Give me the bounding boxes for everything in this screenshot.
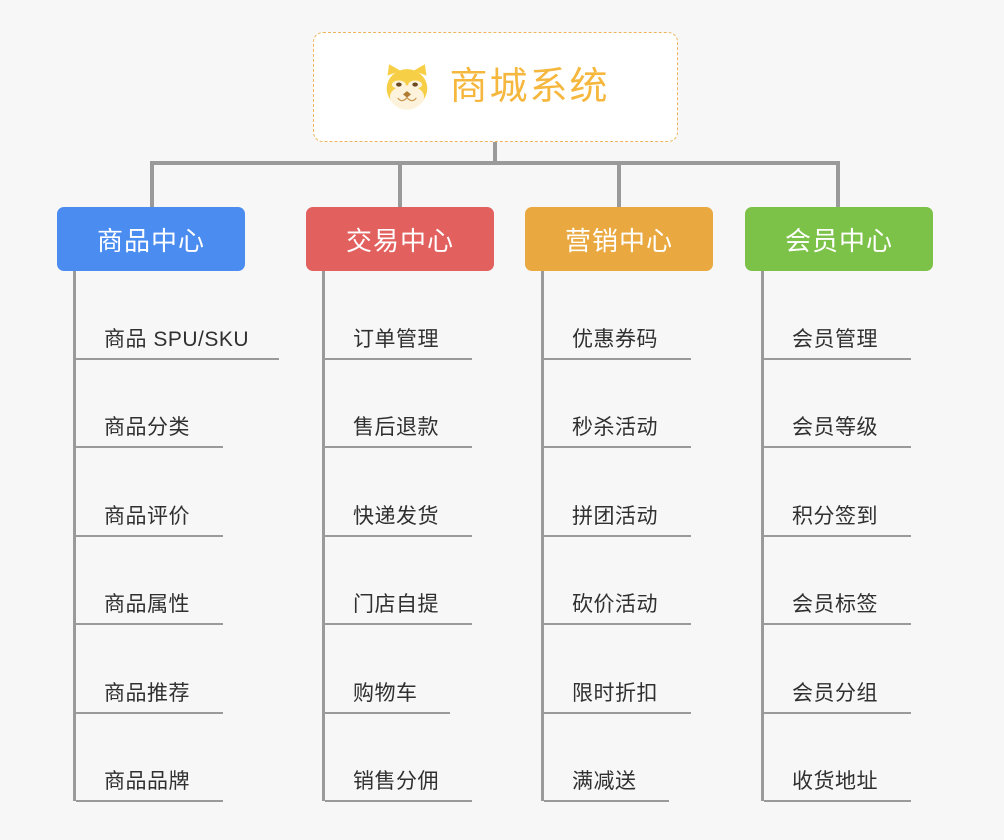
leaf-label: 快递发货 <box>353 504 439 528</box>
connector-root-stem <box>493 142 497 163</box>
list-item[interactable]: 秒杀活动 <box>544 360 745 448</box>
leaf-underline <box>764 446 911 448</box>
list-item[interactable]: 商品分类 <box>76 360 277 448</box>
list-item[interactable]: 砍价活动 <box>544 537 745 625</box>
leaf-underline <box>76 800 223 802</box>
list-item[interactable]: 订单管理 <box>325 271 526 360</box>
branch-column-3: 营销中心 优惠券码 秒杀活动 拼团活动 砍价活动 限时折扣 <box>525 207 745 802</box>
category-box-3[interactable]: 营销中心 <box>525 207 713 271</box>
leaf-label: 会员管理 <box>792 327 878 351</box>
leaf-label: 会员标签 <box>792 593 878 616</box>
leaf-label: 满减送 <box>572 770 637 793</box>
list-item[interactable]: 收货地址 <box>764 714 965 802</box>
leaf-underline <box>325 800 472 802</box>
shiba-dog-face-icon <box>387 64 428 110</box>
list-item[interactable]: 门店自提 <box>325 537 526 625</box>
root-title: 商城系统 <box>449 66 610 108</box>
category-box-1[interactable]: 商品中心 <box>57 207 245 271</box>
list-item[interactable]: 商品推荐 <box>76 625 277 714</box>
list-item[interactable]: 拼团活动 <box>544 448 745 537</box>
category-box-4[interactable]: 会员中心 <box>745 207 933 271</box>
leaf-label: 限时折扣 <box>572 681 658 705</box>
leaf-label: 收货地址 <box>792 770 878 793</box>
leaf-label: 门店自提 <box>353 593 439 616</box>
leaf-underline <box>764 800 911 802</box>
list-item[interactable]: 限时折扣 <box>544 625 745 714</box>
connector-drop-1 <box>150 161 154 208</box>
leaf-list-3: 优惠券码 秒杀活动 拼团活动 砍价活动 限时折扣 满减送 <box>541 271 745 802</box>
leaf-list-1: 商品 SPU/SKU 商品分类 商品评价 商品属性 商品推荐 商品品牌 <box>73 271 279 802</box>
list-item[interactable]: 会员等级 <box>764 360 965 448</box>
leaf-underline <box>76 534 223 537</box>
leaf-label: 积分签到 <box>792 504 878 528</box>
list-item[interactable]: 满减送 <box>544 714 745 802</box>
list-item[interactable]: 销售分佣 <box>325 714 526 802</box>
leaf-underline <box>325 357 472 360</box>
leaf-underline <box>325 623 472 625</box>
list-item[interactable]: 商品评价 <box>76 448 277 537</box>
leaf-underline <box>325 711 450 714</box>
list-item[interactable]: 积分签到 <box>764 448 965 537</box>
category-label-2: 交易中心 <box>345 225 454 256</box>
leaf-underline <box>76 357 279 360</box>
leaf-label: 购物车 <box>353 681 418 705</box>
leaf-label: 会员分组 <box>792 681 878 705</box>
leaf-list-2: 订单管理 售后退款 快递发货 门店自提 购物车 销售分佣 <box>322 271 526 802</box>
leaf-label: 秒杀活动 <box>572 416 658 439</box>
leaf-label: 商品属性 <box>104 593 190 616</box>
leaf-label: 商品评价 <box>104 504 190 528</box>
leaf-underline <box>764 534 911 537</box>
leaf-underline <box>544 711 691 714</box>
leaf-label: 商品 SPU/SKU <box>104 327 250 351</box>
leaf-label: 售后退款 <box>353 416 439 439</box>
list-item[interactable]: 会员管理 <box>764 271 965 360</box>
leaf-underline <box>544 446 691 448</box>
branch-column-2: 交易中心 订单管理 售后退款 快递发货 门店自提 购物车 <box>306 207 526 802</box>
leaf-underline <box>76 711 223 714</box>
branch-column-1: 商品中心 商品 SPU/SKU 商品分类 商品评价 商品属性 商品推荐 <box>57 207 279 802</box>
leaf-label: 拼团活动 <box>572 504 658 528</box>
list-item[interactable]: 快递发货 <box>325 448 526 537</box>
leaf-underline <box>76 446 223 448</box>
leaf-underline <box>764 711 911 714</box>
category-label-3: 营销中心 <box>564 225 673 256</box>
leaf-label: 商品推荐 <box>104 681 190 705</box>
category-label-4: 会员中心 <box>784 225 893 256</box>
leaf-label: 商品分类 <box>104 416 190 439</box>
list-item[interactable]: 会员分组 <box>764 625 965 714</box>
connector-drop-3 <box>617 161 621 208</box>
connector-horizontal-bar <box>150 161 840 165</box>
list-item[interactable]: 优惠券码 <box>544 271 745 360</box>
leaf-label: 砍价活动 <box>572 593 658 616</box>
leaf-underline <box>764 623 911 625</box>
leaf-list-4: 会员管理 会员等级 积分签到 会员标签 会员分组 收货地址 <box>761 271 965 802</box>
leaf-underline <box>76 623 223 625</box>
list-item[interactable]: 商品品牌 <box>76 714 277 802</box>
list-item[interactable]: 售后退款 <box>325 360 526 448</box>
leaf-label: 优惠券码 <box>572 327 658 351</box>
leaf-underline <box>544 800 669 802</box>
list-item[interactable]: 商品 SPU/SKU <box>76 271 279 360</box>
list-item[interactable]: 会员标签 <box>764 537 965 625</box>
leaf-label: 销售分佣 <box>353 770 439 793</box>
leaf-underline <box>325 446 472 448</box>
leaf-label: 商品品牌 <box>104 770 190 793</box>
connector-drop-4 <box>836 161 840 208</box>
category-box-2[interactable]: 交易中心 <box>306 207 494 271</box>
leaf-underline <box>544 357 691 360</box>
leaf-underline <box>544 623 691 625</box>
list-item[interactable]: 商品属性 <box>76 537 277 625</box>
root-node-mall-system[interactable]: 商城系统 <box>313 32 678 142</box>
branch-column-4: 会员中心 会员管理 会员等级 积分签到 会员标签 会员分组 <box>745 207 965 802</box>
leaf-underline <box>544 534 691 537</box>
leaf-underline <box>325 534 472 537</box>
connector-drop-2 <box>398 161 402 208</box>
leaf-underline <box>764 357 911 360</box>
leaf-label: 订单管理 <box>353 327 439 351</box>
category-label-1: 商品中心 <box>96 225 205 256</box>
list-item[interactable]: 购物车 <box>325 625 526 714</box>
leaf-label: 会员等级 <box>792 416 878 439</box>
